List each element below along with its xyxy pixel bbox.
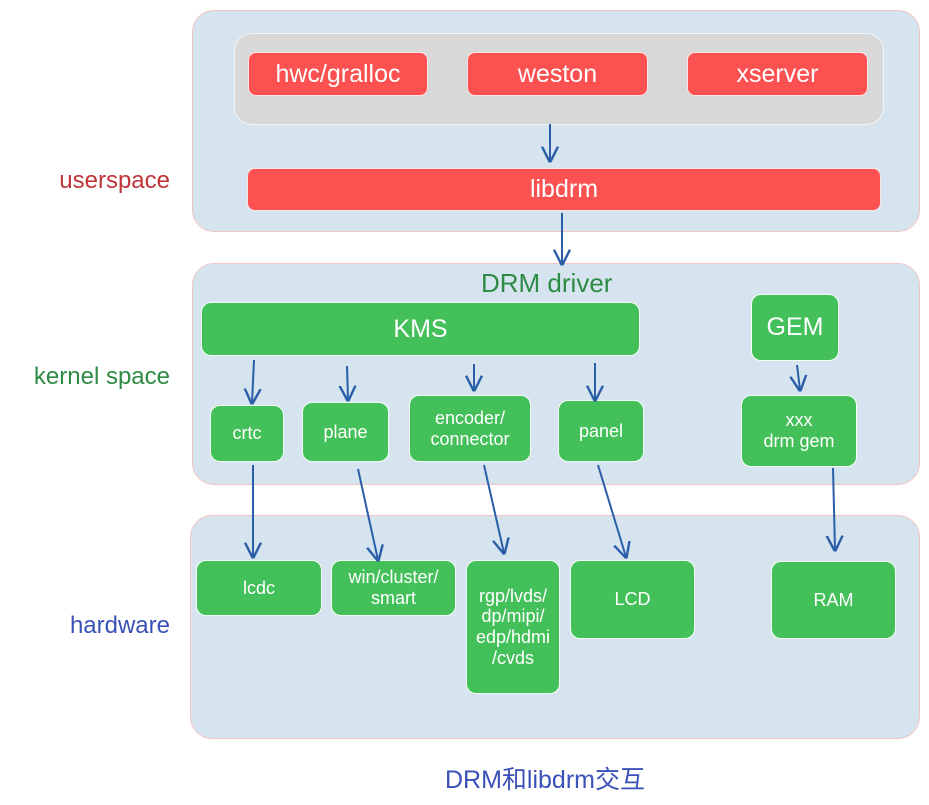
hardware-label: hardware xyxy=(69,612,170,639)
userspace-label: userspace xyxy=(59,167,170,194)
drm-driver-title: DRM driver xyxy=(481,268,613,298)
hwc-gralloc-box[interactable]: hwc/gralloc xyxy=(248,52,428,96)
kms-box[interactable]: KMS xyxy=(201,302,640,356)
xxx-drm-gem-box[interactable]: xxx drm gem xyxy=(741,395,857,467)
gem-box[interactable]: GEM xyxy=(751,294,839,361)
weston-box[interactable]: weston xyxy=(467,52,648,96)
lcdc-box[interactable]: lcdc xyxy=(196,560,322,616)
kernel-space-label: kernel space xyxy=(33,363,170,390)
rgp-lvds-dp-mipi-edp-hdmi-cvds-box[interactable]: rgp/lvds/ dp/mipi/ edp/hdmi /cvds xyxy=(466,560,560,694)
plane-box[interactable]: plane xyxy=(302,402,389,462)
lcd-box[interactable]: LCD xyxy=(570,560,695,639)
crtc-box[interactable]: crtc xyxy=(210,405,284,462)
xserver-box[interactable]: xserver xyxy=(687,52,868,96)
panel-box[interactable]: panel xyxy=(558,400,644,462)
libdrm-box[interactable]: libdrm xyxy=(247,168,881,211)
win-cluster-smart-box[interactable]: win/cluster/ smart xyxy=(331,560,456,616)
diagram-caption: DRM和libdrm交互 xyxy=(444,766,645,794)
ram-box[interactable]: RAM xyxy=(771,561,896,639)
encoder-connector-box[interactable]: encoder/ connector xyxy=(409,395,531,462)
